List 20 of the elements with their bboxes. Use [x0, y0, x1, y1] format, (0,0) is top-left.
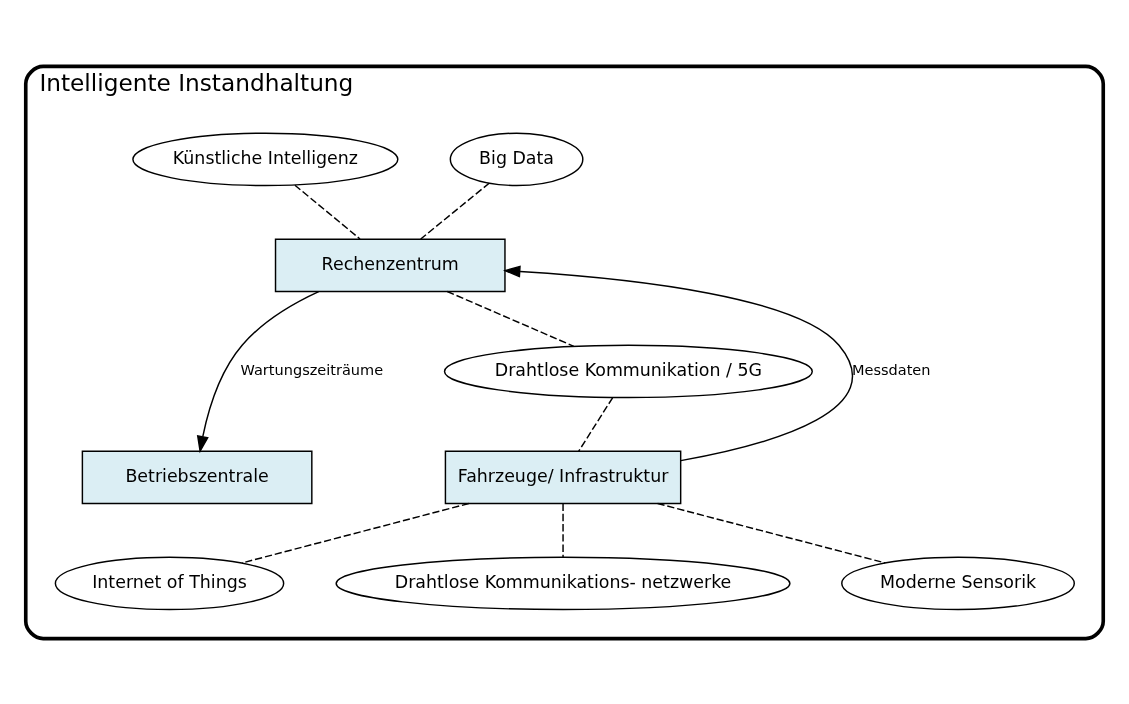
connector [241, 502, 470, 564]
edge-label: Messdaten [851, 361, 931, 378]
connector [578, 396, 614, 452]
connector [656, 502, 886, 564]
node-ellipse: Internet of Things [54, 556, 285, 610]
node-ellipse: Big Data [449, 132, 584, 186]
connector [562, 502, 564, 558]
node-ellipse: Künstliche Intelligenz [132, 132, 399, 186]
node-box: Fahrzeuge/ Infrastruktur [444, 450, 682, 504]
arrow [503, 264, 854, 461]
edge-label: Wartungszeiträume [240, 361, 384, 378]
node-box: Betriebszentrale [81, 450, 313, 504]
arrow [196, 290, 320, 453]
node-ellipse: Drahtlose Kommunikation / 5G [443, 344, 813, 398]
connector [420, 181, 490, 240]
node-ellipse: Drahtlose Kommunikations- netzwerke [335, 556, 791, 610]
connector [294, 184, 361, 240]
node-ellipse: Moderne Sensorik [841, 556, 1075, 610]
node-box: Rechenzentrum [274, 238, 506, 292]
connector [446, 290, 575, 347]
